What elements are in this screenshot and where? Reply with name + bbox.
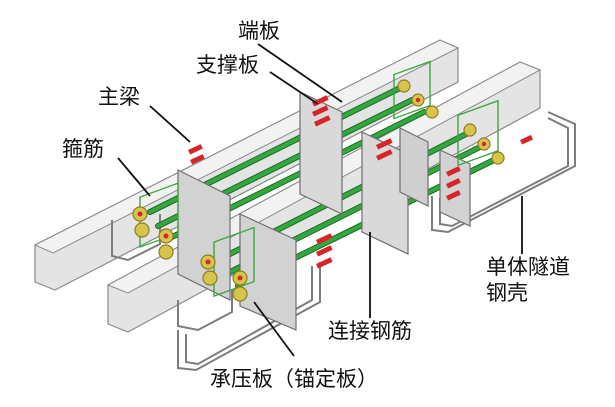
shell-channel-left-2 — [177, 290, 233, 332]
label-support-plate: 支撑板 — [196, 53, 259, 77]
end-plate-middle — [299, 91, 343, 215]
labels: 端板 支撑板 主梁 箍筋 单体隧道 钢壳 连接钢筋 承压板（锚定板） — [62, 19, 570, 391]
leader-end-plate — [257, 43, 343, 103]
support-plate-left — [177, 169, 231, 301]
leader-lines — [117, 43, 523, 357]
end-plate-middle-2 — [361, 131, 409, 255]
label-stirrup: 箍筋 — [62, 137, 104, 161]
support-plate-right — [439, 149, 471, 227]
label-tunnel-shell-line1: 单体隧道 — [486, 255, 570, 279]
leader-stirrup — [117, 157, 151, 197]
label-end-plate: 端板 — [238, 19, 280, 43]
support-plate-right-2 — [399, 127, 429, 207]
stirrup-cage-left — [139, 182, 179, 248]
shell-frame-right-back — [431, 111, 576, 234]
leader-support-plate — [269, 71, 319, 105]
stirrup-mesh-group — [139, 60, 499, 298]
leader-main-beam — [149, 105, 191, 143]
plate-group — [177, 91, 471, 331]
stirrup-cage-right — [393, 60, 431, 120]
leader-bearing-plate — [253, 301, 295, 357]
label-bearing-plate: 承压板（锚定板） — [210, 367, 378, 391]
stirrup-cage-left-2 — [213, 226, 255, 298]
label-main-beam: 主梁 — [98, 85, 140, 109]
bearing-plate-group — [132, 79, 505, 302]
label-tunnel-shell-line2: 钢壳 — [486, 281, 528, 305]
label-connecting-rebar: 连接钢筋 — [328, 319, 412, 343]
shell-frame-right-front-inner — [185, 266, 313, 366]
shell-frame-right-back-inner — [439, 117, 569, 228]
stirrup-cage-right-2 — [457, 99, 499, 167]
shell-frame-right-front — [177, 262, 321, 372]
